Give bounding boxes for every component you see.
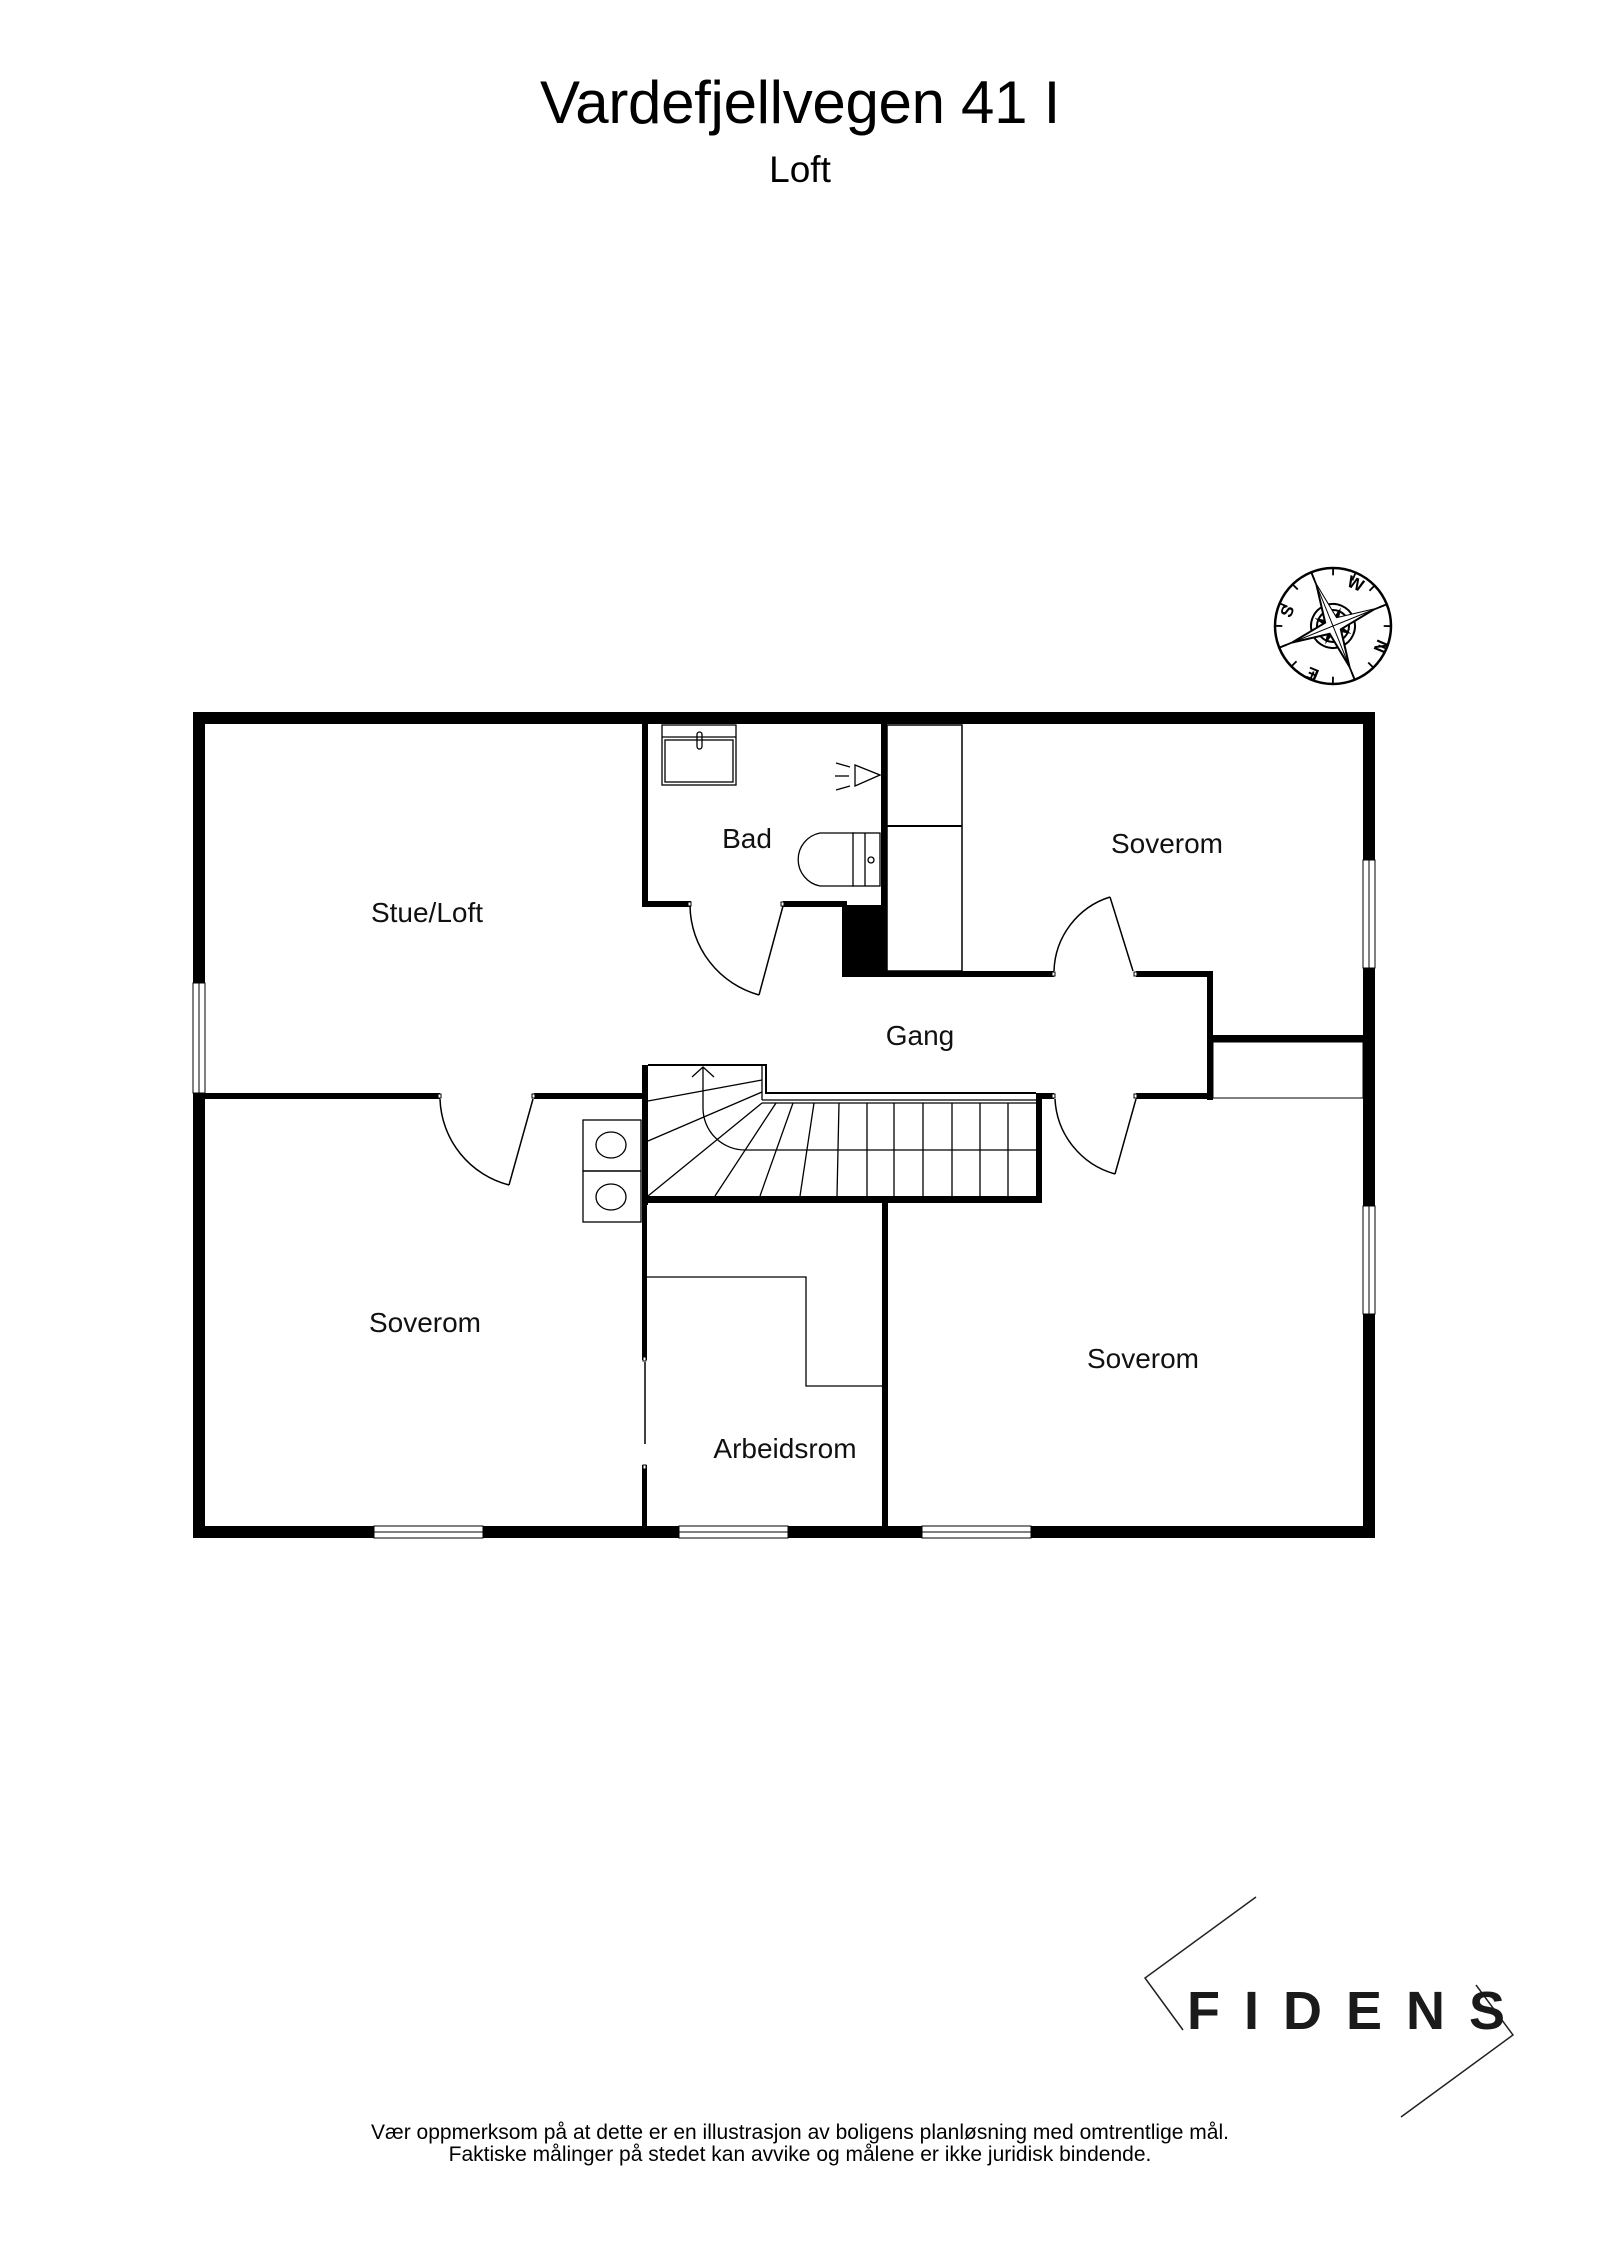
windows <box>192 859 1376 1539</box>
fidens-logo: FIDENS <box>1143 1896 1529 2118</box>
room-label-bad: Bad <box>722 823 772 854</box>
room-label-stue-loft: Stue/Loft <box>371 897 483 928</box>
disclaimer-line-2: Faktiske målinger på stedet kan avvike o… <box>448 2143 1152 2166</box>
interior-walls <box>205 724 1363 1527</box>
room-label-soverom-bottom-left: Soverom <box>369 1307 481 1338</box>
door-jambs <box>437 901 1138 1470</box>
ceiling-light-icon <box>835 762 882 791</box>
room-label-gang: Gang <box>886 1020 955 1051</box>
washer-dryer-icon <box>582 1119 642 1223</box>
arbeidsrom-storage-outline <box>647 1276 882 1387</box>
sink-icon <box>661 724 737 786</box>
toilet-icon <box>797 832 881 887</box>
room-labels: Stue/Loft Bad Soverom Gang Soverom Arbei… <box>369 823 1223 1464</box>
window-right-soverom-top <box>1362 859 1376 969</box>
wardrobes <box>886 724 1364 1099</box>
door-bad <box>689 905 784 996</box>
disclaimer-line-1: Vær oppmerksom på at dette er en illustr… <box>371 2121 1229 2144</box>
floor-name: Loft <box>769 149 831 190</box>
property-title: Vardefjellvegen 41 I <box>540 69 1060 136</box>
logo-text: FIDENS <box>1187 1981 1529 2041</box>
window-bottom-soverom-left <box>373 1525 484 1539</box>
disclaimer: Vær oppmerksom på at dette er en illustr… <box>0 2122 1600 2166</box>
window-bottom-soverom-right <box>921 1525 1032 1539</box>
window-right-soverom-bottom <box>1362 1205 1376 1315</box>
door-soverom-bottom-right <box>1054 1098 1137 1175</box>
window-bottom-arbeidsrom <box>678 1525 789 1539</box>
compass-label-s: S <box>1277 602 1299 620</box>
window-left-stue <box>192 982 206 1094</box>
room-label-soverom-bottom-right: Soverom <box>1087 1343 1199 1374</box>
room-label-arbeidsrom: Arbeidsrom <box>713 1433 856 1464</box>
doors <box>439 896 1137 1444</box>
door-soverom-bottom-left <box>439 1098 534 1186</box>
room-label-soverom-top-right: Soverom <box>1111 828 1223 859</box>
staircase <box>647 1064 1036 1197</box>
compass-icon: S W N E <box>1273 566 1393 686</box>
door-soverom-top-right <box>1053 896 1134 972</box>
